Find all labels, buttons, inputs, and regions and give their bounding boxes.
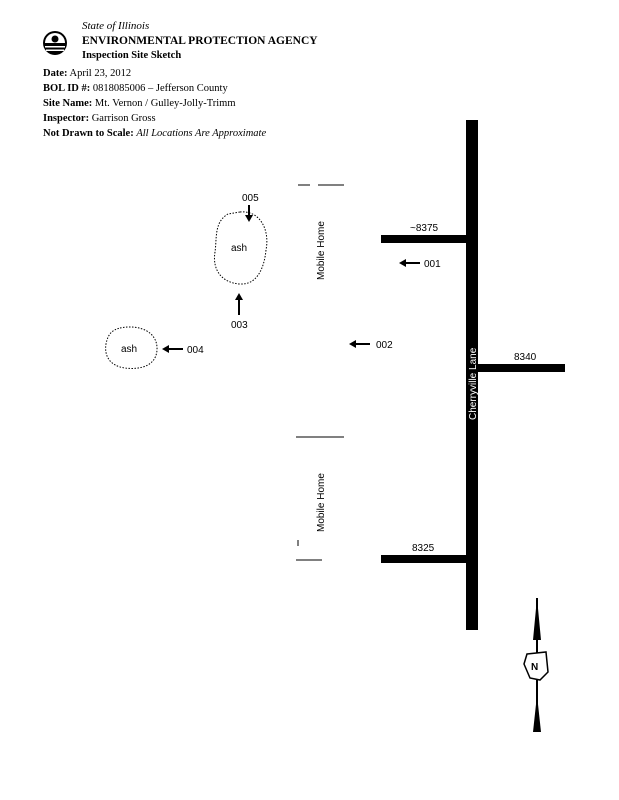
arrow-left-icon <box>162 345 169 353</box>
driveway-8325 <box>381 555 469 563</box>
ash-label: ash <box>121 344 137 355</box>
bol-value: 0818085006 – Jefferson County <box>92 83 228 94</box>
sample-point-005: 005 <box>242 193 259 222</box>
point-label: 004 <box>187 345 204 356</box>
date-value: April 23, 2012 <box>69 68 132 79</box>
illinois-epa-logo-icon <box>43 31 67 55</box>
bol-label: BOL ID #: <box>43 83 91 94</box>
point-label: 005 <box>242 193 259 204</box>
site-value: Mt. Vernon / Gulley-Jolly-Trimm <box>94 98 236 109</box>
compass-label: N <box>531 662 538 673</box>
bol-line: BOL ID #: 0818085006 – Jefferson County <box>43 82 228 95</box>
ash-pile-2: ash <box>105 326 158 369</box>
arrow-down-icon <box>245 215 253 222</box>
cherryville-lane-road <box>466 120 478 630</box>
inspector-label: Inspector: <box>43 113 90 124</box>
address-8325: 8325 <box>412 543 435 554</box>
mobile-home-2: Mobile Home <box>296 436 344 561</box>
mobile-home-label: Mobile Home <box>316 473 327 532</box>
inspector-line: Inspector: Garrison Gross <box>43 112 156 125</box>
date-label: Date: <box>43 68 68 79</box>
sample-point-002: 002 <box>349 340 393 351</box>
ash-pile-1: ash <box>213 211 268 285</box>
point-label: 001 <box>424 259 441 270</box>
state-label: State of Illinois <box>82 20 150 32</box>
scale-line: Not Drawn to Scale: All Locations Are Ap… <box>43 127 266 140</box>
arrow-left-icon <box>399 259 406 267</box>
point-label: 002 <box>376 340 393 351</box>
sample-point-003: 003 <box>231 293 248 331</box>
agency-name: ENVIRONMENTAL PROTECTION AGENCY <box>82 35 318 47</box>
driveway-8340 <box>476 364 565 372</box>
address-8340: 8340 <box>514 352 537 363</box>
ash-label: ash <box>231 243 247 254</box>
sample-point-001: 001 <box>399 259 441 270</box>
site-line: Site Name: Mt. Vernon / Gulley-Jolly-Tri… <box>43 97 236 110</box>
address-8375: ~8375 <box>410 223 439 234</box>
north-arrow-icon: N <box>523 598 549 732</box>
mobile-home-label: Mobile Home <box>316 221 327 280</box>
driveway-8375 <box>381 235 469 243</box>
sample-point-004: 004 <box>162 345 204 356</box>
inspector-value: Garrison Gross <box>91 113 156 124</box>
scale-value: All Locations Are Approximate <box>136 128 267 139</box>
mobile-home-1: Mobile Home <box>298 184 344 280</box>
document-title: Inspection Site Sketch <box>82 50 182 61</box>
point-label: 003 <box>231 320 248 331</box>
scale-label: Not Drawn to Scale: <box>43 128 134 139</box>
arrow-up-icon <box>235 293 243 300</box>
date-line: Date: April 23, 2012 <box>43 67 131 80</box>
arrow-left-icon <box>349 340 356 348</box>
site-label: Site Name: <box>43 98 93 109</box>
road-label: Cherryville Lane <box>468 347 479 420</box>
